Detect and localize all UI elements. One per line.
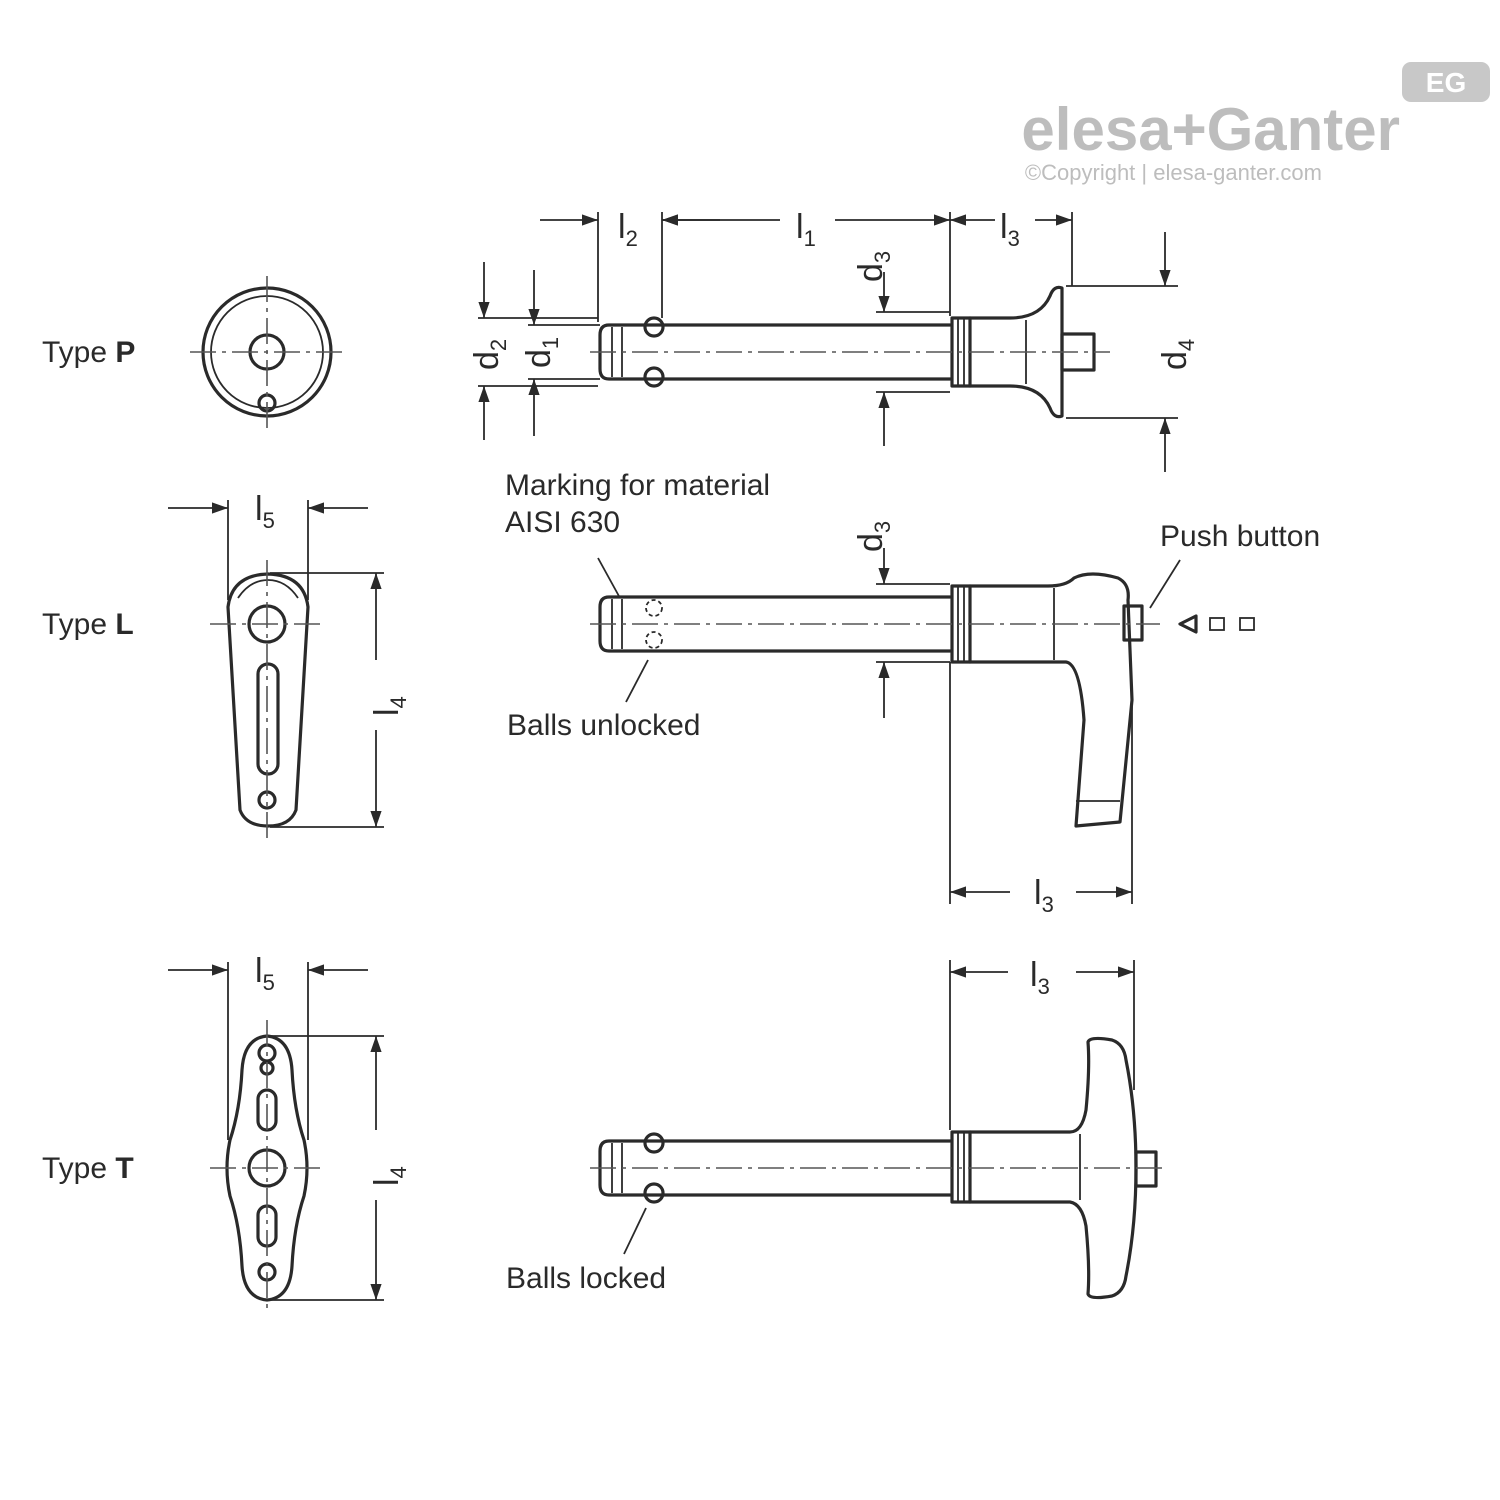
balls-unlocked-leader <box>625 659 649 703</box>
dim-l4-t: l4 <box>368 1166 411 1186</box>
type-l-end-dimensions: l5 l4 <box>168 490 411 828</box>
dim-l3-bottom: l3 <box>1030 956 1050 999</box>
type-p-label: Type P <box>42 336 135 369</box>
dim-d3-top: d3 <box>852 251 895 282</box>
type-l-end-view <box>210 560 320 838</box>
marking-label-line1: Marking for material <box>505 469 770 502</box>
dim-l4-l: l4 <box>368 696 411 716</box>
dim-l5-l: l5 <box>255 490 275 533</box>
dim-l3-mid: l3 <box>1034 874 1054 917</box>
type-t-end-dimensions: l5 l4 <box>168 952 411 1301</box>
type-p-side-view <box>590 285 1110 419</box>
dim-d3-mid: d3 <box>852 521 895 552</box>
type-p-dimensions: l2 l1 l3 d2 d1 d3 d4 <box>468 208 1199 472</box>
balls-locked-label: Balls locked <box>506 1262 666 1295</box>
push-button-leader <box>1149 559 1181 609</box>
type-l-label: Type L <box>42 608 134 641</box>
dim-l1: l1 <box>796 208 816 251</box>
dim-d4: d4 <box>1156 339 1199 370</box>
type-t-end-view <box>210 1020 320 1314</box>
logo-badge-text: EG <box>1426 67 1466 98</box>
balls-locked-leader <box>623 1207 647 1255</box>
type-p-end-view <box>190 276 345 428</box>
dim-l3-top: l3 <box>1000 208 1020 251</box>
dim-l2: l2 <box>618 208 638 251</box>
dim-d1: d1 <box>520 337 563 368</box>
logo-copyright: ©Copyright | elesa-ganter.com <box>1025 160 1322 185</box>
type-t-side-dimensions: l3 <box>949 956 1135 1130</box>
type-t-label: Type T <box>42 1152 134 1185</box>
type-l-side-view <box>590 572 1255 828</box>
balls-unlocked-label: Balls unlocked <box>507 709 700 742</box>
push-button-label: Push button <box>1160 520 1320 553</box>
type-t-side-view <box>590 1036 1168 1300</box>
dim-d2: d2 <box>468 339 511 370</box>
dim-l5-t: l5 <box>255 952 275 995</box>
type-l-side-dimensions: d3 l3 <box>852 521 1133 917</box>
marking-label-line2: AISI 630 <box>505 506 620 539</box>
brand-logo: EG elesa+Ganter ©Copyright | elesa-gante… <box>1021 62 1490 185</box>
logo-badge <box>1402 62 1490 102</box>
marking-leader <box>597 557 621 599</box>
logo-brand-text: elesa+Ganter <box>1021 96 1400 163</box>
